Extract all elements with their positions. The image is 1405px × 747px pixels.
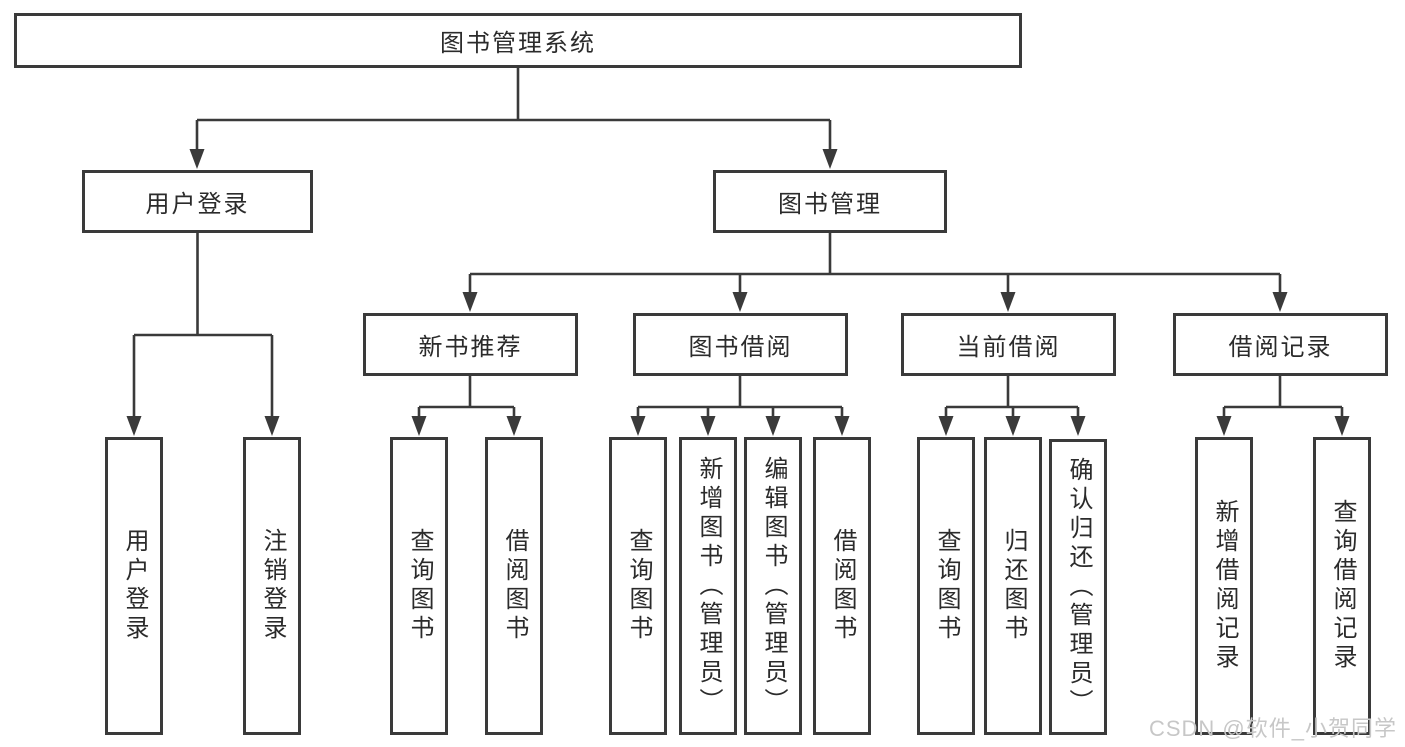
leaf-label: 编辑图书（管理员） — [760, 455, 787, 717]
node-user-login: 用户登录 — [82, 170, 313, 233]
leaf-label: 查询图书 — [933, 528, 960, 644]
leaf-label: 注销登录 — [259, 528, 286, 644]
leaf-edit-books-admin: 编辑图书（管理员） — [744, 437, 802, 735]
node-system-root: 图书管理系统 — [14, 13, 1022, 68]
leaf-add-borrow-record: 新增借阅记录 — [1195, 437, 1253, 735]
node-current-borrow: 当前借阅 — [901, 313, 1116, 376]
node-book-borrow: 图书借阅 — [633, 313, 848, 376]
leaf-query-books: 查询图书 — [917, 437, 975, 735]
leaf-label: 新增借阅记录 — [1211, 499, 1238, 673]
leaf-add-books-admin: 新增图书（管理员） — [679, 437, 737, 735]
leaf-label: 用户登录 — [121, 528, 148, 644]
node-book-management: 图书管理 — [713, 170, 947, 233]
leaf-query-books: 查询图书 — [609, 437, 667, 735]
leaf-label: 查询借阅记录 — [1329, 499, 1356, 673]
leaf-confirm-return-admin: 确认归还（管理员） — [1049, 439, 1107, 735]
leaf-label: 新增图书（管理员） — [695, 455, 722, 717]
leaf-query-borrow-record: 查询借阅记录 — [1313, 437, 1371, 735]
node-borrow-records: 借阅记录 — [1173, 313, 1388, 376]
leaf-label: 查询图书 — [406, 528, 433, 644]
leaf-logout: 注销登录 — [243, 437, 301, 735]
leaf-borrow-books: 借阅图书 — [813, 437, 871, 735]
leaf-label: 借阅图书 — [501, 528, 528, 644]
leaf-query-books: 查询图书 — [390, 437, 448, 735]
leaf-label: 归还图书 — [1000, 528, 1027, 644]
leaf-label: 确认归还（管理员） — [1065, 456, 1092, 718]
leaf-borrow-books: 借阅图书 — [485, 437, 543, 735]
leaf-return-books: 归还图书 — [984, 437, 1042, 735]
leaf-label: 查询图书 — [625, 528, 652, 644]
csdn-watermark: CSDN @软件_小贺同学 — [1148, 716, 1397, 741]
leaf-user-login: 用户登录 — [105, 437, 163, 735]
leaf-label: 借阅图书 — [829, 528, 856, 644]
node-new-book-recommend: 新书推荐 — [363, 313, 578, 376]
